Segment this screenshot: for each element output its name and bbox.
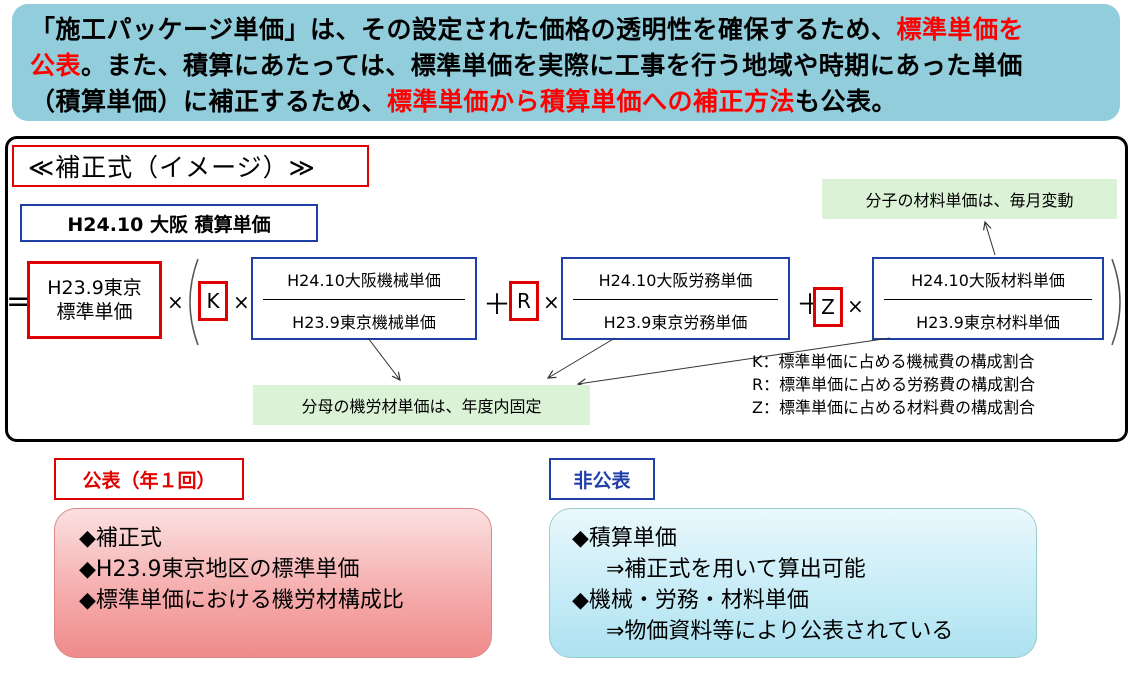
unpublished-label: 非公表 bbox=[549, 458, 655, 500]
published-box: ◆補正式 ◆H23.9東京地区の標準単価 ◆標準単価における機労材構成比 bbox=[54, 508, 492, 658]
denominator: H23.9東京材料単価 bbox=[916, 313, 1060, 332]
formula-title: ≪補正式（イメージ）≫ bbox=[12, 145, 369, 187]
coef-r: R bbox=[509, 281, 539, 321]
fraction-bar bbox=[263, 299, 465, 300]
banner-line-1: 「施工パッケージ単価」は、その設定された価格の透明性を確保するため、標準単価を bbox=[30, 12, 1108, 48]
times-sign: × bbox=[233, 290, 250, 314]
plus-sign: ＋ bbox=[483, 288, 512, 321]
base-line-2: 標準単価 bbox=[56, 301, 133, 323]
published-label: 公表（年１回） bbox=[54, 458, 244, 500]
denominator: H23.9東京労務単価 bbox=[603, 313, 748, 332]
banner-text: 。また、積算にあたっては、標準単価を実際に工事を行う地域や時期にあった単価 bbox=[81, 51, 1023, 80]
banner-line-3: （積算単価）に補正するため、標準単価から積算単価への補正方法も公表。 bbox=[30, 84, 1108, 120]
legend-z: Z：標準単価に占める材料費の構成割合 bbox=[752, 398, 1035, 417]
legend-r: R：標準単価に占める労務費の構成割合 bbox=[752, 375, 1036, 394]
times-sign: × bbox=[167, 290, 184, 314]
published-item: ◆標準単価における機労材構成比 bbox=[79, 588, 404, 613]
coef-z: Z bbox=[813, 287, 843, 327]
numerator: H24.10大阪労務単価 bbox=[598, 271, 753, 290]
parenthesis-icon bbox=[189, 258, 1121, 346]
numerator: H24.10大阪材料単価 bbox=[911, 271, 1065, 290]
denominator-note: 分母の機労材単価は、年度内固定 bbox=[253, 385, 590, 425]
banner-text: （積算単価）に補正するため、 bbox=[30, 87, 388, 116]
fraction-machine: H24.10大阪機械単価 H23.9東京機械単価 bbox=[251, 257, 477, 340]
banner-highlight: 公表 bbox=[30, 51, 82, 80]
numerator-note: 分子の材料単価は、毎月変動 bbox=[822, 179, 1117, 219]
times-sign: × bbox=[543, 290, 560, 314]
banner-text: 「施工パッケージ単価」は、その設定された価格の透明性を確保するため、 bbox=[30, 15, 897, 44]
denominator: H23.9東京機械単価 bbox=[292, 313, 436, 332]
base-line-1: H23.9東京 bbox=[47, 277, 142, 299]
unpublished-item: ◆機械・労務・材料単価 bbox=[572, 588, 809, 613]
numerator: H24.10大阪機械単価 bbox=[287, 271, 441, 290]
result-label: H24.10 大阪 積算単価 bbox=[20, 204, 318, 242]
times-sign: × bbox=[847, 294, 864, 318]
header-banner: 「施工パッケージ単価」は、その設定された価格の透明性を確保するため、標準単価を … bbox=[12, 4, 1120, 121]
base-price-box: H23.9東京 標準単価 bbox=[27, 261, 162, 339]
unpublished-subitem: ⇒物価資料等により公表されている bbox=[606, 619, 954, 644]
fraction-bar bbox=[884, 299, 1092, 300]
banner-text: も公表。 bbox=[795, 87, 898, 116]
unpublished-item: ◆積算単価 bbox=[572, 526, 677, 551]
unpublished-box: ◆積算単価 ⇒補正式を用いて算出可能 ◆機械・労務・材料単価 ⇒物価資料等により… bbox=[549, 508, 1037, 658]
fraction-material: H24.10大阪材料単価 H23.9東京材料単価 bbox=[872, 257, 1104, 340]
published-item: ◆補正式 bbox=[79, 526, 162, 551]
banner-highlight: 標準単価から積算単価への補正方法 bbox=[387, 87, 796, 116]
published-item: ◆H23.9東京地区の標準単価 bbox=[79, 557, 360, 582]
equals-sign: = bbox=[6, 284, 32, 319]
banner-line-2: 公表。また、積算にあたっては、標準単価を実際に工事を行う地域や時期にあった単価 bbox=[30, 48, 1108, 84]
banner-highlight: 標準単価を bbox=[896, 15, 1025, 44]
fraction-bar bbox=[573, 299, 778, 300]
unpublished-subitem: ⇒補正式を用いて算出可能 bbox=[606, 557, 866, 582]
legend-k: K：標準単価に占める機械費の構成割合 bbox=[752, 352, 1035, 371]
fraction-labor: H24.10大阪労務単価 H23.9東京労務単価 bbox=[561, 257, 790, 340]
coef-k: K bbox=[198, 281, 228, 321]
